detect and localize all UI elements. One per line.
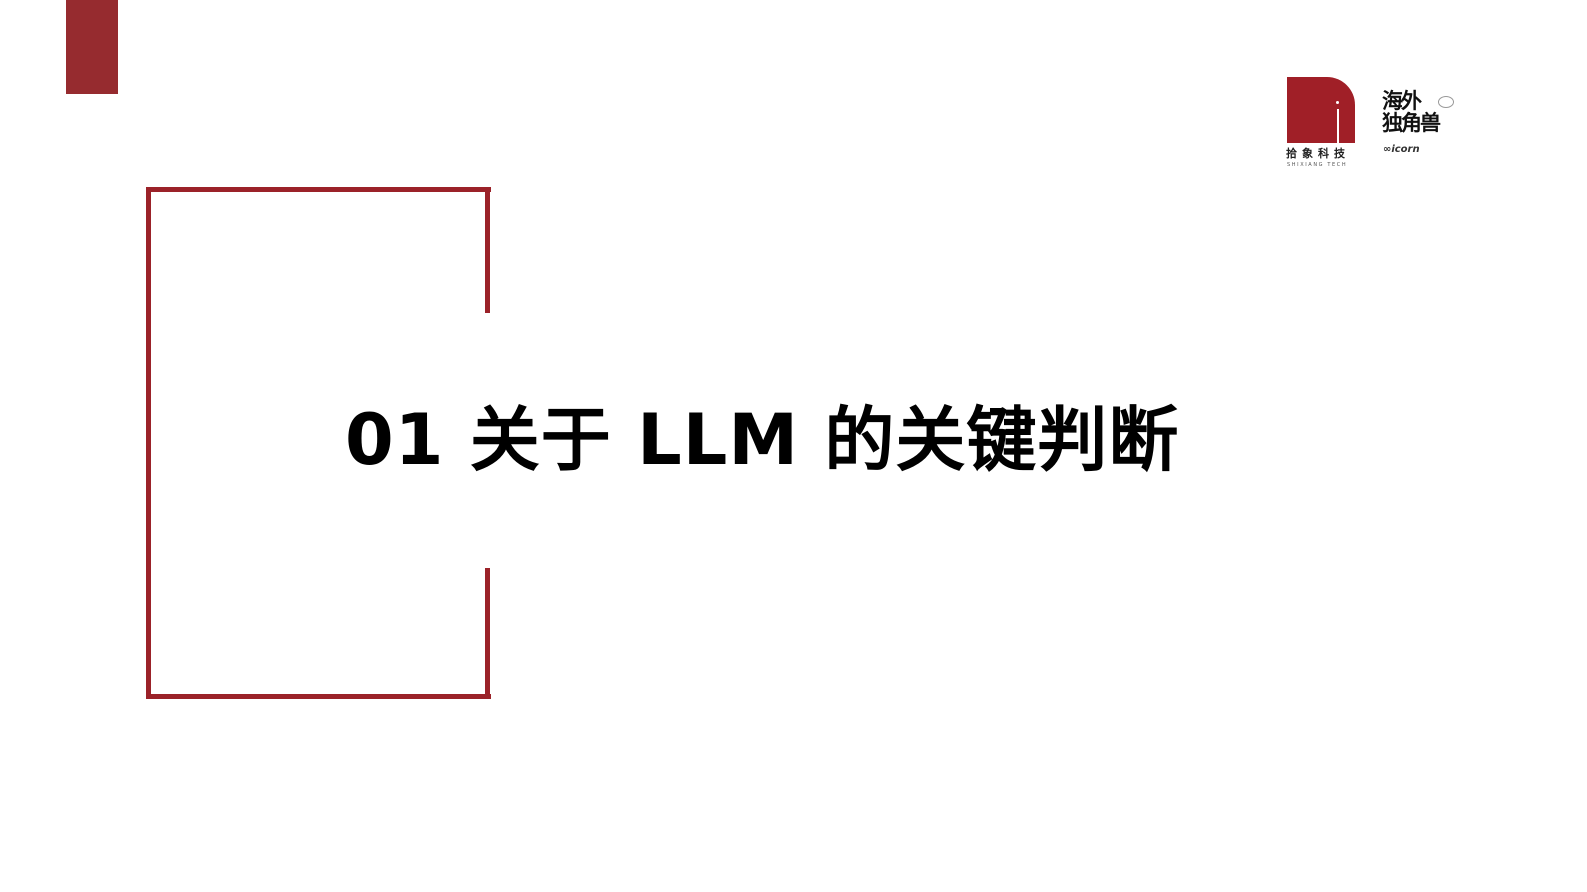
shixiang-name-en: SHIXIANG TECH bbox=[1287, 162, 1348, 168]
top-accent-bar bbox=[66, 0, 118, 94]
frame-bottom-edge bbox=[146, 694, 491, 699]
frame-left-edge bbox=[146, 187, 151, 699]
section-title: 01 关于 LLM 的关键判断 bbox=[345, 399, 1180, 481]
elephant-icon bbox=[1287, 77, 1355, 143]
elephant-eye bbox=[1336, 101, 1339, 104]
unicorn-wordmark: 海外 独角兽 bbox=[1382, 89, 1441, 135]
frame-right-lower-edge bbox=[485, 568, 490, 699]
unicorn-subtitle: ∞icorn bbox=[1383, 144, 1420, 155]
frame-right-upper-edge bbox=[485, 187, 490, 313]
frame-top-edge bbox=[146, 187, 491, 192]
planet-icon bbox=[1438, 96, 1454, 108]
elephant-trunk bbox=[1337, 109, 1339, 143]
shixiang-name-cn: 拾象科技 bbox=[1286, 147, 1350, 160]
unicorn-logo: 海外 独角兽 ∞icorn bbox=[1380, 90, 1460, 158]
shixiang-logo: 拾象科技 SHIXIANG TECH bbox=[1286, 76, 1356, 172]
